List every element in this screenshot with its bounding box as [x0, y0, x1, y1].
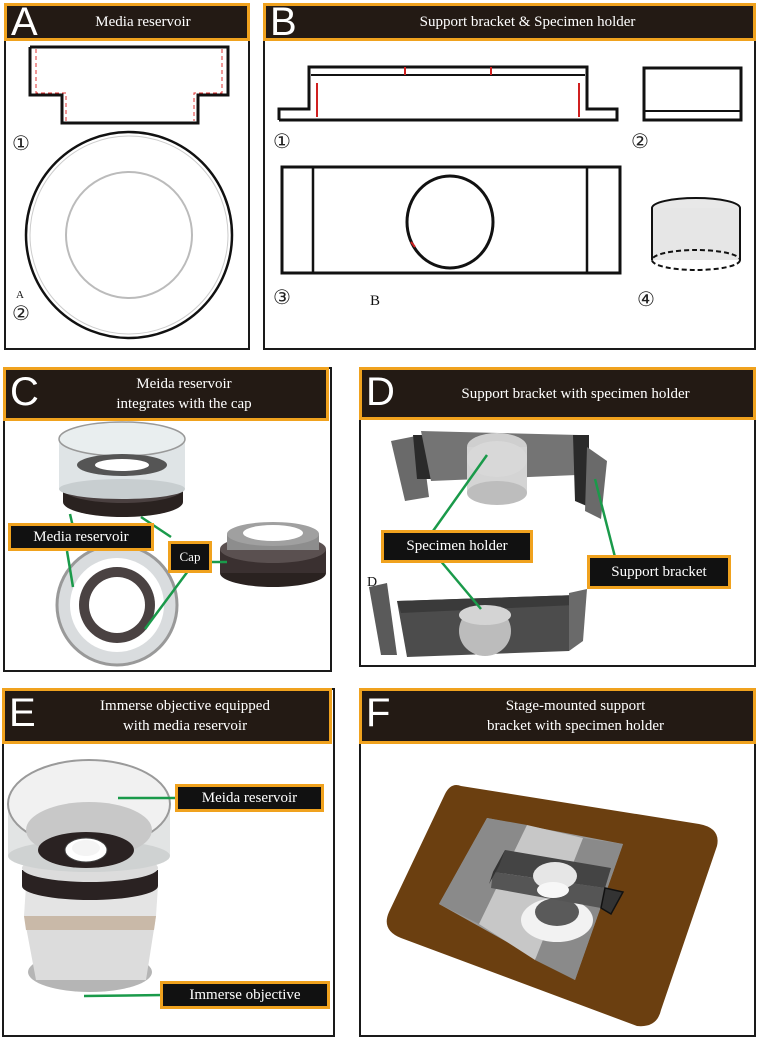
panel-letter: A — [11, 0, 38, 44]
header-f: F Stage-mounted support bracket with spe… — [359, 688, 756, 744]
media-reservoir-drawing — [24, 45, 234, 340]
panel-title: Stage-mounted support bracket with speci… — [486, 698, 665, 734]
bracket-holder-illustration — [369, 431, 617, 657]
panel-c: Media reservoir Cap — [3, 367, 332, 672]
panel-letter: C — [10, 370, 39, 414]
panel-title: Media reservoir — [95, 14, 191, 30]
callout-support-bracket: Support bracket — [587, 555, 731, 589]
header-d: D Support bracket with specimen holder — [359, 367, 756, 420]
panel-letter: F — [366, 691, 391, 735]
header-a: A Media reservoir — [4, 0, 250, 44]
header-c: C Meida reservoir integrates with the ca… — [3, 367, 329, 421]
panel-a: ① A ② — [4, 3, 250, 350]
label-a-stray: A — [16, 289, 24, 301]
callout-media-reservoir: Meida reservoir — [175, 784, 324, 812]
callout-media-reservoir: Media reservoir — [8, 523, 154, 551]
panel-letter: E — [9, 691, 36, 735]
callout-cap: Cap — [168, 541, 212, 573]
objective-reservoir-illustration — [7, 759, 176, 998]
panel-f — [359, 688, 756, 1037]
support-bracket-drawing — [277, 65, 743, 275]
label-b-3: ③ — [273, 285, 291, 309]
label-b-2: ② — [631, 129, 649, 153]
panel-b: ① ② ③ B ④ — [263, 3, 756, 350]
panel-title: Support bracket with specimen holder — [461, 385, 690, 402]
header-b: B Support bracket & Specimen holder — [263, 0, 756, 44]
stage-mounted-illustration — [386, 785, 718, 1027]
panel-e: Meida reservoir Immerse objective — [2, 688, 335, 1037]
panel-title: Support bracket & Specimen holder — [419, 14, 636, 30]
label-d-stray: D — [367, 575, 378, 590]
label-a-1: ① — [12, 131, 30, 155]
panel-title: Meida reservoir integrates with the cap — [116, 376, 252, 412]
panel-letter: D — [366, 370, 395, 414]
label-b-stray: B — [370, 293, 381, 309]
panel-title: Immerse objective equipped with media re… — [100, 698, 270, 734]
header-e: E Immerse objective equipped with media … — [2, 688, 332, 744]
callout-immerse-objective: Immerse objective — [160, 981, 330, 1009]
panel-letter: B — [270, 0, 297, 44]
reservoir-cap-illustration — [55, 421, 326, 667]
label-b-1: ① — [273, 129, 291, 153]
label-b-4: ④ — [637, 287, 655, 311]
callout-specimen-holder: Specimen holder — [381, 530, 533, 563]
label-a-2: ② — [12, 301, 30, 325]
